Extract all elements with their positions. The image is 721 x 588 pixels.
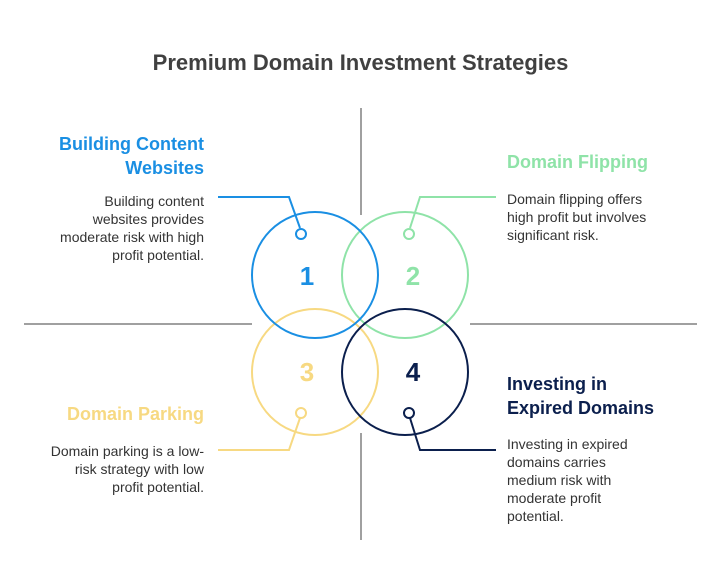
circle-4 <box>341 308 469 436</box>
heading-line: Websites <box>125 158 204 178</box>
description-line: Domain parking is a low- <box>50 443 204 459</box>
heading-line: Building Content <box>59 134 204 154</box>
description-investing-in-expired-domains: Investing in expired domains carries med… <box>507 435 707 525</box>
description-line: significant risk. <box>507 227 599 243</box>
description-domain-flipping: Domain flipping offers high profit but i… <box>507 190 707 244</box>
connector-dot-1 <box>295 228 307 240</box>
description-domain-parking: Domain parking is a low- risk strategy w… <box>20 442 204 496</box>
description-line: Building content <box>104 193 204 209</box>
connector-1 <box>218 196 301 229</box>
circle-number-4: 4 <box>406 357 421 387</box>
description-line: domains carries <box>507 454 606 470</box>
circle-number-2: 2 <box>406 261 420 291</box>
description-building-content-websites: Building content websites provides moder… <box>20 192 204 264</box>
connector-3 <box>218 417 301 451</box>
description-line: websites provides <box>92 211 204 227</box>
description-line: profit potential. <box>112 479 204 495</box>
connector-4 <box>409 417 496 451</box>
page-title: Premium Domain Investment Strategies <box>152 50 569 75</box>
description-line: profit potential. <box>112 247 204 263</box>
connector-dot-4 <box>403 407 415 419</box>
connector-2 <box>409 196 496 229</box>
connector-dot-2 <box>403 228 415 240</box>
description-line: Domain flipping offers <box>507 191 643 207</box>
description-line: potential. <box>507 508 564 524</box>
heading-line: Investing in <box>507 374 608 394</box>
heading-domain-parking: Domain Parking <box>66 404 204 424</box>
circle-number-3: 3 <box>300 357 314 387</box>
description-line: moderate risk with high <box>60 229 204 245</box>
heading-building-content-websites: Building Content Websites <box>20 132 204 180</box>
heading-domain-flipping: Domain Flipping <box>507 152 648 172</box>
circle-3 <box>251 308 379 436</box>
description-line: medium risk with <box>507 472 612 488</box>
connector-dot-3 <box>295 407 307 419</box>
circle-2 <box>341 211 469 339</box>
heading-investing-in-expired-domains: Investing in Expired Domains <box>507 372 707 420</box>
description-line: high profit but involves <box>507 209 647 225</box>
circle-number-1: 1 <box>300 261 314 291</box>
heading-line: Expired Domains <box>507 398 655 418</box>
description-line: Investing in expired <box>507 436 628 452</box>
circle-1 <box>251 211 379 339</box>
description-line: risk strategy with low <box>74 461 204 477</box>
description-line: moderate profit <box>507 490 602 506</box>
